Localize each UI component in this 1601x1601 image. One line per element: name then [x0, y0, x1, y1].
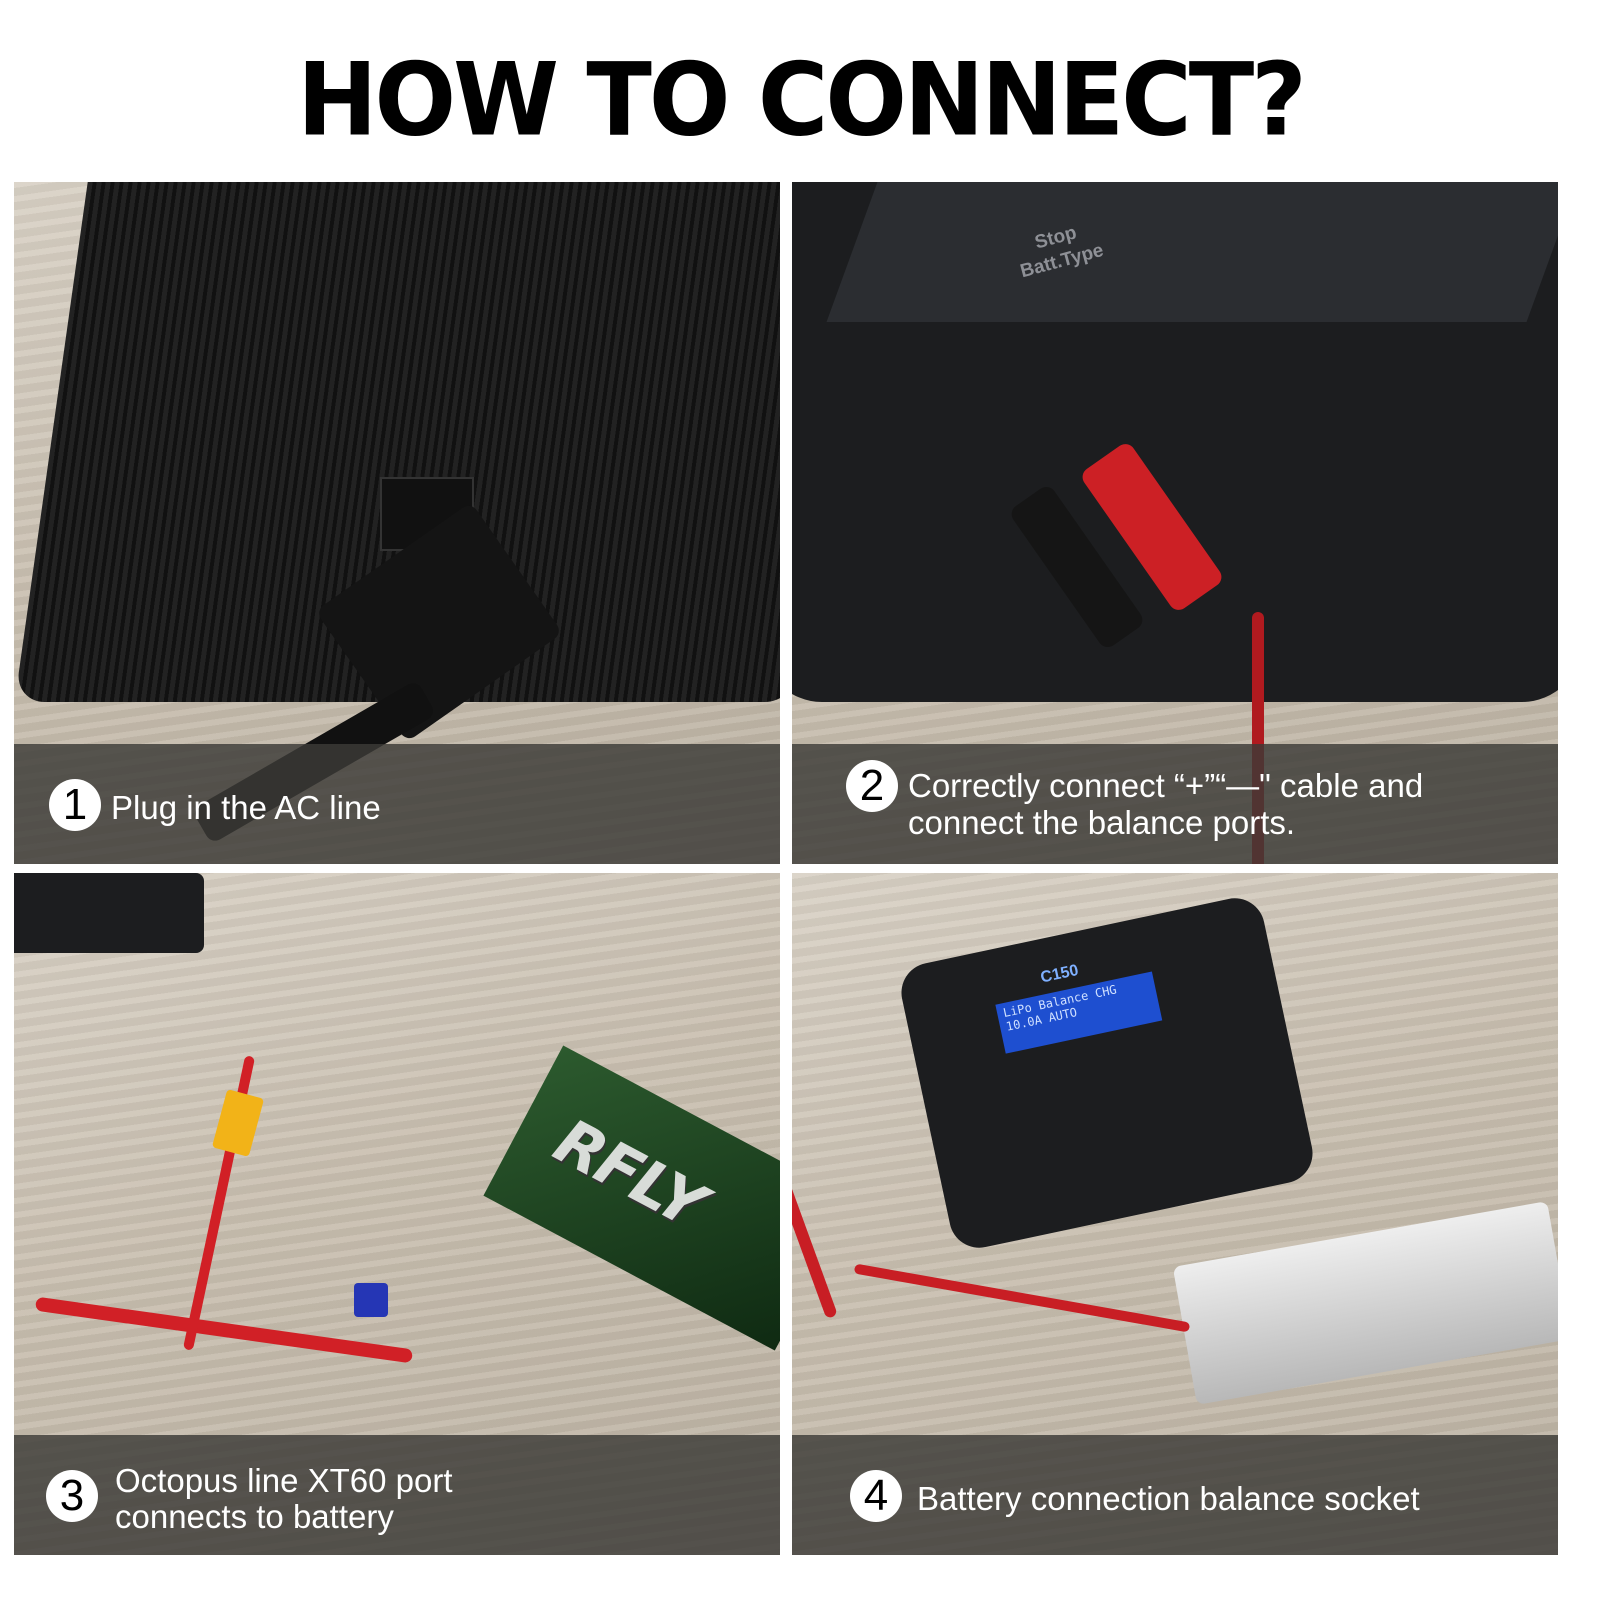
- ec3-connector: [354, 1283, 388, 1317]
- step-2-panel: Stop Batt.Type 2 Correctly connect “+”“—…: [792, 182, 1558, 864]
- step-number-badge: 3: [46, 1470, 98, 1522]
- step-4-panel: LiPo Balance CHG 10.0A AUTO C150 4 Batte…: [792, 873, 1558, 1555]
- step-number-badge: 1: [49, 779, 101, 831]
- front-panel: [826, 182, 1558, 322]
- step-caption-line-2: connects to battery: [115, 1498, 394, 1535]
- step-3-panel: RFLY 3 Octopus line XT60 port connects t…: [14, 873, 780, 1555]
- step-number-badge: 2: [846, 760, 898, 812]
- caption-bar: 4 Battery connection balance socket: [792, 1435, 1558, 1555]
- step-number-badge: 4: [850, 1470, 902, 1522]
- step-caption-line-1: Octopus line XT60 port: [115, 1462, 453, 1499]
- battery-brand-label: RFLY: [543, 1103, 716, 1243]
- step-caption: Plug in the AC line: [111, 789, 381, 826]
- caption-bar: 1 Plug in the AC line: [14, 744, 780, 864]
- step-caption: Battery connection balance socket: [917, 1480, 1420, 1517]
- caption-bar: 2 Correctly connect “+”“—" cable and con…: [792, 744, 1558, 864]
- model-label: C150: [1039, 961, 1081, 987]
- step-1-panel: 1 Plug in the AC line: [14, 182, 780, 864]
- step-caption-line-1: Correctly connect “+”“—" cable and: [908, 767, 1424, 804]
- page-title: HOW TO CONNECT?: [297, 41, 1307, 159]
- caption-bar: 3 Octopus line XT60 port connects to bat…: [14, 1435, 780, 1555]
- charger-corner: [14, 873, 204, 953]
- lcd-screen: LiPo Balance CHG 10.0A AUTO: [995, 971, 1163, 1054]
- step-caption-line-2: connect the balance ports.: [908, 804, 1296, 841]
